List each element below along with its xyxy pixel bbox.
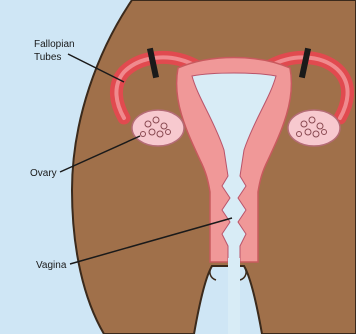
label-fallopian-line2: Tubes (34, 52, 61, 63)
label-fallopian-line1: Fallopian (34, 39, 75, 50)
label-ovary: Ovary (30, 168, 57, 179)
vaginal-opening (228, 258, 240, 334)
ovary-right (288, 110, 340, 146)
ovary-left (132, 110, 184, 146)
label-vagina: Vagina (36, 260, 67, 271)
